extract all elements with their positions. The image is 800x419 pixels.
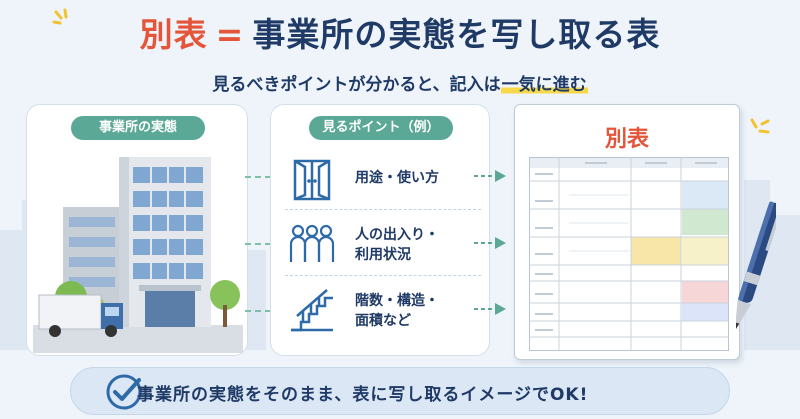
- arrow-right-icon: [474, 237, 506, 249]
- title-highlight: 別表: [139, 15, 208, 54]
- people-icon: [289, 224, 335, 262]
- sparkle-icon: [52, 8, 68, 25]
- point-item: 人の出入り・ 利用状況: [271, 213, 491, 277]
- connector-line: [245, 176, 271, 178]
- summary-banner: 事業所の実態をそのまま、表に写し取るイメージでOK!: [70, 367, 730, 415]
- form-table-illustration: [529, 157, 729, 351]
- connector-line: [245, 243, 271, 245]
- check-points-panel: 見るポイント（例） 用途・使い方 人の出入り・ 利用状況: [270, 104, 490, 356]
- office-reality-label: 事業所の実態: [71, 116, 205, 140]
- point-label: 階数・構造・: [355, 293, 439, 309]
- title-main: 事業所の実態を写し取る表: [252, 15, 661, 54]
- check-points-label: 見るポイント（例）: [309, 116, 453, 140]
- door-icon: [293, 159, 331, 201]
- subtitle-highlight: 一気に進む: [500, 75, 588, 95]
- point-label-line2: 利用状況: [355, 247, 411, 263]
- point-label: 人の出入り・: [355, 227, 439, 243]
- office-building-illustration: [33, 157, 243, 353]
- arrow-right-icon: [474, 303, 506, 315]
- arrow-right-icon: [474, 170, 506, 182]
- sparkle-icon: [750, 118, 770, 134]
- divider: [285, 275, 481, 276]
- pen-icon: [736, 201, 776, 331]
- point-label-line2: 面積など: [355, 313, 411, 329]
- point-label: 用途・使い方: [355, 170, 439, 186]
- subtitle: 見るべきポイントが分かると、記入は一気に進む: [0, 70, 800, 95]
- office-reality-panel: 事業所の実態: [26, 104, 248, 356]
- summary-text: 事業所の実態をそのまま、表に写し取るイメージでOK!: [137, 385, 589, 405]
- point-item: 階数・構造・ 面積など: [271, 281, 491, 345]
- stairs-icon: [291, 289, 333, 332]
- page-title: 別表=事業所の実態を写し取る表: [0, 8, 800, 56]
- point-item: 用途・使い方: [271, 147, 491, 211]
- attached-table-sheet: 別表: [514, 104, 740, 360]
- subtitle-text: 見るべきポイントが分かると、記入は: [212, 75, 501, 95]
- sheet-title: 別表: [604, 127, 649, 152]
- title-equals: =: [215, 15, 245, 54]
- divider: [285, 209, 481, 210]
- check-circle-icon: [106, 374, 142, 410]
- connector-line: [245, 310, 271, 312]
